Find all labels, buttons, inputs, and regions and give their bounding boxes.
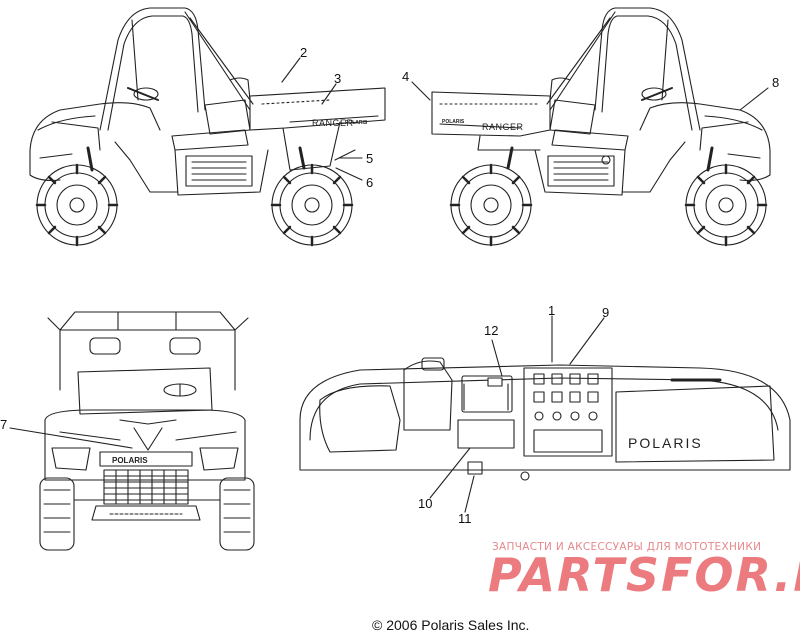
vehicle-front-view [9,311,255,551]
callout-4: 4 [402,69,410,84]
decal-ranger-right: RANGER [482,122,524,132]
callout-1: 1 [548,303,556,318]
callout-7: 7 [0,417,8,432]
dashboard-view [299,315,791,513]
decal-polaris-small-right: POLARIS [442,119,465,125]
callout-9: 9 [602,305,610,320]
callout-3: 3 [334,71,342,86]
watermark-tagline: ЗАПЧАСТИ И АКСЕССУАРЫ ДЛЯ МОТОТЕХНИКИ [492,541,762,553]
dash-polaris-logo: POLARIS [628,435,703,451]
front-grille-badge: POLARIS [112,456,148,465]
callout-11: 11 [458,511,472,526]
callout-2: 2 [300,45,308,60]
decal-ranger-left: RANGER [312,118,354,128]
watermark-logo: PARTSFOR.RU [488,548,800,602]
callout-5: 5 [366,151,374,166]
decal-polaris-small-left: POLARIS [345,120,368,126]
copyright-notice: © 2006 Polaris Sales Inc. [372,617,530,633]
callout-6: 6 [366,175,374,190]
callout-10: 10 [418,496,433,511]
callout-12: 12 [484,323,499,338]
vehicle-left-side-view [29,7,386,247]
callout-8: 8 [772,75,780,90]
vehicle-right-side-view [411,7,771,247]
